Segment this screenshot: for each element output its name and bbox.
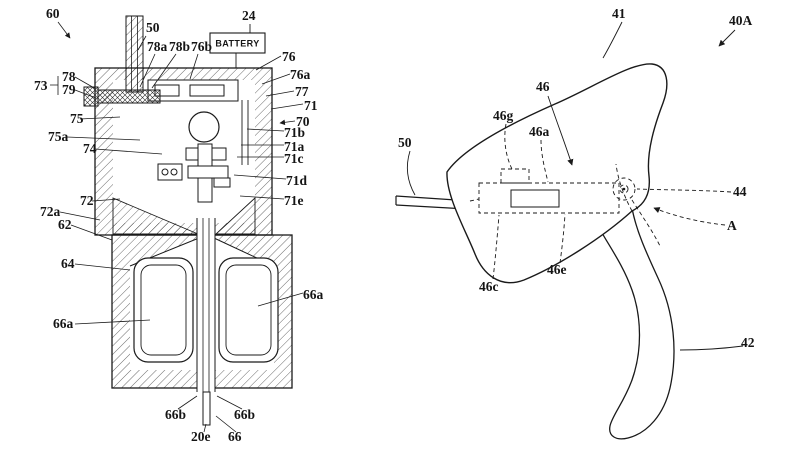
battery-label: BATTERY	[215, 39, 259, 49]
ref-label-46c: 46c	[479, 279, 499, 294]
ref-label-66b-left: 66b	[165, 407, 186, 422]
ref-label-78a: 78a	[147, 39, 168, 54]
ref-label-46g: 46g	[493, 108, 514, 123]
ref-label-72a: 72a	[40, 204, 61, 219]
ref-label-66: 66	[228, 429, 242, 444]
ref-label-78b: 78b	[169, 39, 190, 54]
ref-label-70: 70	[296, 114, 310, 129]
ref-label-76b: 76b	[191, 39, 212, 54]
ref-label-77: 77	[295, 84, 309, 99]
ref-label-64: 64	[61, 256, 75, 271]
mount-rod	[125, 15, 144, 93]
ref-label-50: 50	[146, 20, 160, 35]
ref-label-71b: 71b	[284, 125, 305, 140]
left-figure: BATTERY	[34, 6, 324, 444]
right-figure: 41 40A 46 46g 46a 50 44 A 46e 46c 42	[395, 6, 755, 440]
ref-label-75: 75	[70, 111, 84, 126]
ref-label-78: 78	[62, 69, 76, 84]
ref-label-62: 62	[58, 217, 72, 232]
left-coil	[133, 257, 194, 363]
ref-label-76: 76	[282, 49, 296, 64]
ref-label-40A: 40A	[729, 13, 753, 28]
unit-inner-box	[510, 189, 560, 208]
circuit-board	[147, 79, 239, 102]
brake-hood-outline	[446, 63, 668, 284]
battery-box: BATTERY	[209, 24, 266, 68]
ref-label-46: 46	[536, 79, 550, 94]
ref-label-66a-left: 66a	[53, 316, 74, 331]
ref-label-71: 71	[304, 98, 318, 113]
ref-label-20e: 20e	[191, 429, 211, 444]
output-shaft	[196, 218, 216, 426]
ref-label-73: 73	[34, 78, 48, 93]
ref-label-66b-right: 66b	[234, 407, 255, 422]
ref-label-24: 24	[242, 8, 256, 23]
ref-label-50-right: 50	[398, 135, 412, 150]
pivot-center-dot	[622, 187, 626, 191]
ref-label-60: 60	[46, 6, 60, 21]
ref-label-75a: 75a	[48, 129, 69, 144]
ref-label-71d: 71d	[286, 173, 308, 188]
ref-label-A: A	[727, 218, 737, 233]
ref-label-79: 79	[62, 82, 76, 97]
left-leader-lines	[50, 21, 304, 433]
gear-cluster	[157, 143, 231, 203]
ref-label-76a: 76a	[290, 67, 311, 82]
left-labels: 60 50 24 78a 78b 76b 76 76a 77 71 70 71b…	[34, 6, 324, 444]
ref-label-71e: 71e	[284, 193, 304, 208]
right-labels: 41 40A 46 46g 46a 50 44 A 46e 46c 42	[398, 6, 755, 350]
ref-label-66a-right: 66a	[303, 287, 324, 302]
ref-label-44: 44	[733, 184, 747, 199]
right-coil	[218, 257, 279, 363]
ref-label-46e: 46e	[547, 262, 567, 277]
cam-circle	[188, 111, 220, 143]
ref-label-71c: 71c	[284, 151, 304, 166]
ref-label-74: 74	[83, 141, 97, 156]
right-leader-lines	[406, 21, 744, 351]
ref-label-46a: 46a	[529, 124, 550, 139]
fastener-bolt	[83, 86, 161, 107]
ref-label-72: 72	[80, 193, 94, 208]
ref-label-41: 41	[612, 6, 626, 21]
ref-label-42: 42	[741, 335, 755, 350]
shift-unit-dashed	[469, 163, 661, 247]
inner-wall	[241, 100, 249, 165]
lever-blade	[594, 206, 675, 440]
ref-label-71a: 71a	[284, 139, 305, 154]
